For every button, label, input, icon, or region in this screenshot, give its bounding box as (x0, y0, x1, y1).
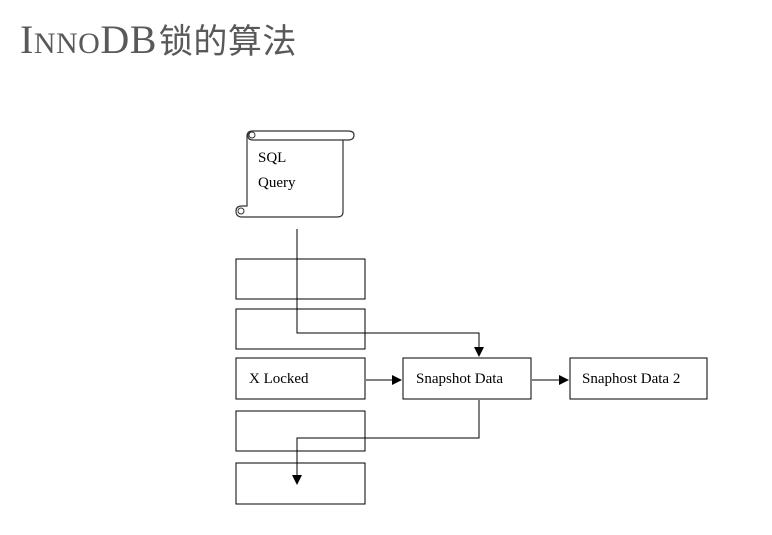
row-box-5 (235, 462, 366, 505)
title-prefix-small: NNO (33, 27, 101, 60)
title-prefix-big: I (20, 17, 34, 62)
query-label: Query (258, 175, 296, 191)
snapshot-data-2-box (569, 357, 708, 400)
snapshot-to-row-arrow (292, 400, 480, 485)
x-locked-label: X Locked (249, 371, 309, 387)
snapshot-data-box (402, 357, 532, 400)
row-box-1 (235, 258, 366, 300)
sql-label: SQL (258, 150, 286, 166)
title-main: DB (100, 17, 157, 62)
title-cjk: 锁的算法 (158, 22, 297, 62)
snapshot-data-label: Snapshot Data (416, 371, 503, 387)
sql-query-scroll: SQL Query (235, 130, 355, 218)
row-box-2 (235, 308, 366, 350)
snapshot-data-2-label: Snaphost Data 2 (582, 371, 680, 387)
row-box-x-locked (235, 357, 366, 400)
row-box-4 (235, 410, 366, 452)
slide-title: INNODB锁的算法 (20, 14, 297, 63)
query-to-snapshot-arrow (296, 229, 484, 357)
